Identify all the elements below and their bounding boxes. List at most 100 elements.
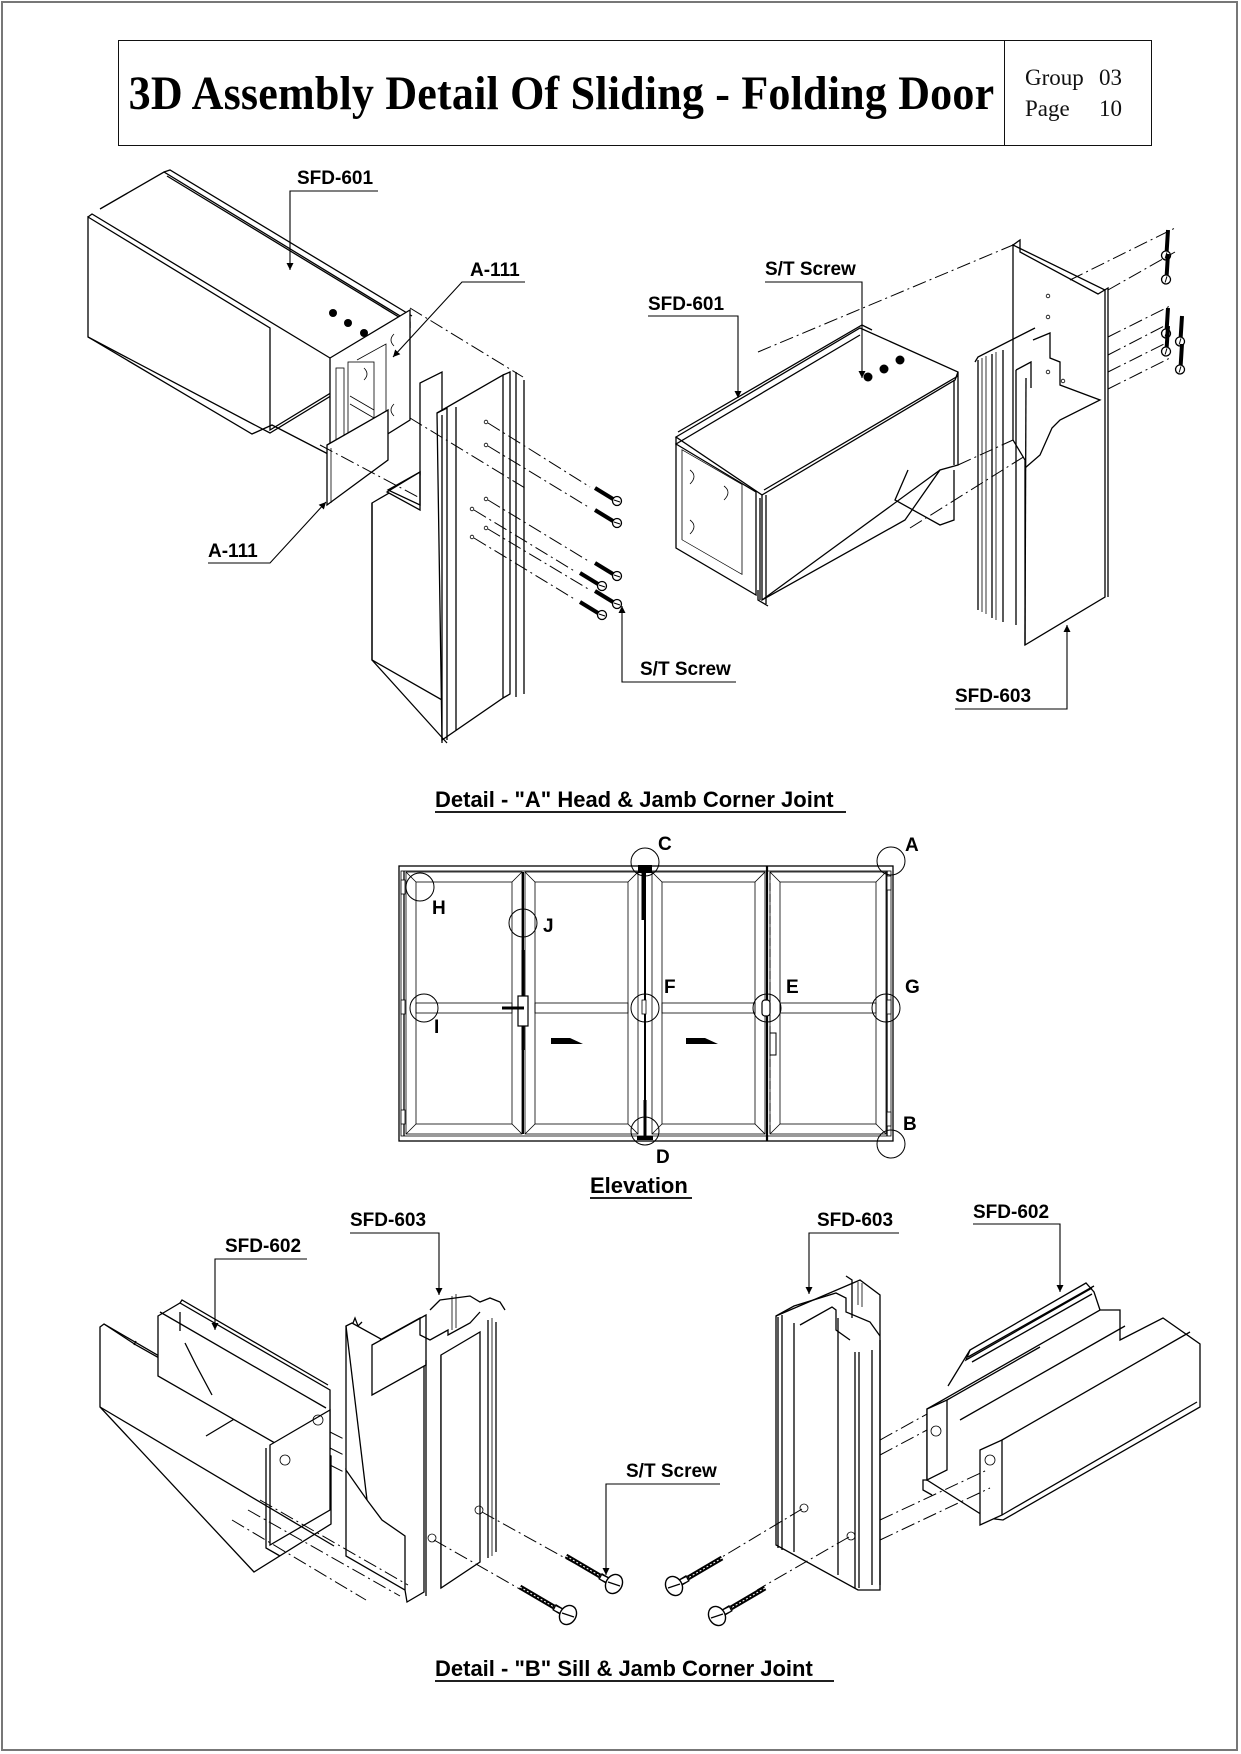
sill-profile-sfd-602-right	[922, 1282, 1201, 1527]
svg-text:A: A	[905, 835, 919, 856]
sill-profile-sfd-602-left	[99, 1299, 335, 1573]
caption-text: Detail - "A" Head & Jamb Corner Joint	[435, 787, 834, 812]
svg-text:C: C	[658, 834, 672, 855]
label-text: S/T Screw	[626, 1461, 717, 1482]
label-st-screw-b: S/T Screw	[602, 1461, 720, 1575]
svg-text:B: B	[903, 1114, 917, 1135]
screw-icon	[520, 1587, 580, 1628]
title-meta: Group 03 Page 10	[1005, 41, 1151, 145]
svg-text:H: H	[432, 898, 446, 919]
slide-direction-arrow-icon	[551, 1038, 583, 1044]
label-text: SFD-603	[817, 1210, 893, 1231]
caption-detail-a: Detail - "A" Head & Jamb Corner Joint	[435, 787, 846, 813]
label-text: SFD-603	[955, 686, 1031, 707]
elevation-view: A B C D E F G H I J	[398, 834, 920, 1168]
corner-cleat-a-111	[326, 408, 389, 507]
caption-text: Detail - "B" Sill & Jamb Corner Joint	[435, 1656, 813, 1681]
detail-marker-h[interactable]: H	[405, 872, 446, 919]
page-label: Page	[1025, 96, 1070, 121]
label-sfd-602-right: SFD-602	[973, 1202, 1064, 1292]
detail-marker-b[interactable]: B	[876, 1114, 917, 1159]
svg-text:F: F	[664, 977, 676, 998]
detail-b-left-view: SFD-602 SFD-603	[99, 1210, 626, 1628]
screw-icon	[593, 486, 624, 508]
label-a-111-top: A-111	[392, 260, 525, 358]
screw-group-a-left	[578, 486, 624, 622]
detail-b-right-view: SFD-603 SFD-602	[662, 1202, 1201, 1629]
group-label: Group	[1025, 65, 1084, 90]
jamb-profile-left	[371, 370, 525, 744]
label-sfd-603-right: SFD-603	[805, 1210, 899, 1294]
elevation-panel	[405, 871, 523, 1135]
detail-marker-f[interactable]: F	[630, 977, 676, 1023]
label-sfd-603-right: SFD-603	[955, 625, 1071, 710]
caption-text: Elevation	[590, 1173, 688, 1198]
assembly-lines-a-left	[319, 307, 591, 601]
assembly-lines-b-right	[711, 1413, 991, 1591]
svg-text:I: I	[434, 1017, 439, 1038]
head-profile-sfd-601-right	[674, 324, 959, 607]
detail-marker-e[interactable]: E	[752, 977, 799, 1023]
label-sfd-602-left: SFD-602	[211, 1236, 307, 1330]
detail-marker-j[interactable]: J	[508, 908, 554, 938]
svg-text:G: G	[905, 977, 920, 998]
label-text: SFD-601	[648, 294, 724, 315]
label-st-screw-right: S/T Screw	[765, 259, 866, 378]
page-row: Page 10	[1025, 93, 1151, 124]
title-block: 3D Assembly Detail Of Sliding - Folding …	[118, 40, 1152, 146]
label-text: A-111	[208, 541, 258, 562]
elevation-panel	[651, 871, 766, 1135]
elevation-panel	[769, 871, 887, 1135]
label-a-111-bottom: A-111	[208, 501, 327, 564]
label-text: SFD-603	[350, 1210, 426, 1231]
screw-icon	[593, 589, 624, 611]
page-title: 3D Assembly Detail Of Sliding - Folding …	[128, 66, 995, 120]
screw-icon	[593, 561, 624, 583]
elevation-panel	[524, 871, 639, 1135]
detail-marker-d[interactable]: D	[630, 1116, 670, 1168]
screw-group-b-right	[662, 1558, 765, 1629]
label-text: S/T Screw	[640, 659, 731, 680]
assembly-lines-a-right	[757, 227, 1176, 529]
detail-a-right-view: SFD-601 S/T Screw SFD-603	[648, 227, 1199, 710]
title-cell: 3D Assembly Detail Of Sliding - Folding …	[119, 41, 1005, 145]
svg-text:E: E	[786, 977, 799, 998]
caption-detail-b: Detail - "B" Sill & Jamb Corner Joint	[435, 1656, 834, 1682]
group-row: Group 03	[1025, 62, 1151, 93]
screw-icon	[705, 1588, 765, 1629]
screw-group-b-left	[520, 1556, 626, 1628]
label-text: SFD-602	[973, 1202, 1049, 1223]
jamb-profile-sfd-603-right	[775, 1275, 881, 1591]
slide-direction-arrow-icon	[686, 1038, 718, 1044]
detail-marker-g[interactable]: G	[871, 977, 920, 1023]
screw-icon	[662, 1558, 722, 1599]
assembly-lines-b-left	[231, 1431, 575, 1601]
group-value: 03	[1099, 65, 1122, 90]
detail-marker-c[interactable]: C	[630, 834, 672, 877]
label-text: S/T Screw	[765, 259, 856, 280]
svg-text:D: D	[656, 1147, 670, 1168]
jamb-profile-sfd-603-left	[345, 1294, 506, 1604]
label-sfd-601-left: SFD-601	[286, 168, 378, 270]
screw-icon	[1150, 252, 1185, 288]
svg-text:J: J	[543, 916, 554, 937]
detail-marker-i[interactable]: I	[409, 993, 439, 1038]
jamb-profile-sfd-603	[974, 238, 1109, 647]
page-value: 10	[1099, 96, 1122, 121]
head-profile-sfd-601-left	[87, 169, 413, 472]
detail-a-left-view: SFD-601 A-111 A-111 S/T Screw	[87, 168, 736, 744]
screw-icon	[578, 600, 609, 622]
screw-icon	[593, 508, 624, 530]
screw-icon	[1164, 342, 1199, 378]
label-text: A-111	[470, 260, 520, 281]
screw-icon	[566, 1556, 626, 1597]
label-text: SFD-601	[297, 168, 373, 189]
label-sfd-603-left: SFD-603	[350, 1210, 443, 1295]
label-text: SFD-602	[225, 1236, 301, 1257]
screw-icon	[578, 571, 609, 593]
label-sfd-601-right: SFD-601	[648, 294, 742, 398]
detail-marker-a[interactable]: A	[876, 835, 919, 876]
label-st-screw-left: S/T Screw	[618, 606, 736, 683]
caption-elevation: Elevation	[590, 1173, 692, 1199]
